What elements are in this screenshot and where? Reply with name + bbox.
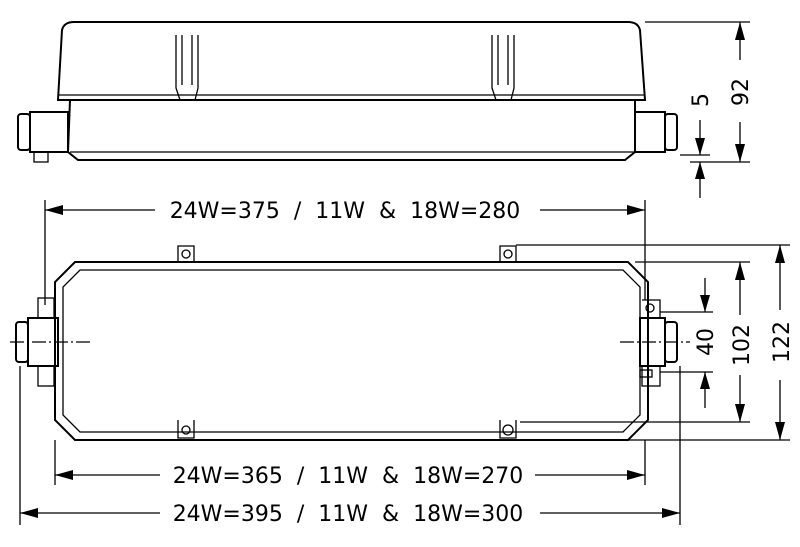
side-connector-left	[17, 111, 69, 163]
height-dimension: 92	[729, 78, 754, 106]
plan-connector-right	[639, 299, 678, 387]
plan-clips	[177, 245, 517, 439]
body-depth-dimension: 102	[730, 324, 755, 366]
side-clip-right	[491, 35, 515, 101]
plan-view: 24W=375 / 11W & 18W=280 24W=365 / 11W & …	[10, 199, 795, 527]
base-offset-dimension: 5	[689, 93, 714, 107]
overall-width-dimension: 24W=395 / 11W & 18W=300	[173, 502, 524, 527]
side-view: 92 5	[17, 21, 754, 198]
mount-spacing-dimension: 40	[694, 328, 719, 356]
side-connector-right	[634, 111, 678, 153]
side-clip-left	[175, 35, 199, 101]
plan-connector-left	[15, 297, 59, 387]
inner-width-dimension: 24W=365 / 11W & 18W=270	[173, 464, 524, 489]
overall-depth-dimension: 122	[770, 321, 795, 363]
top-width-dimension: 24W=375 / 11W & 18W=280	[170, 199, 521, 224]
